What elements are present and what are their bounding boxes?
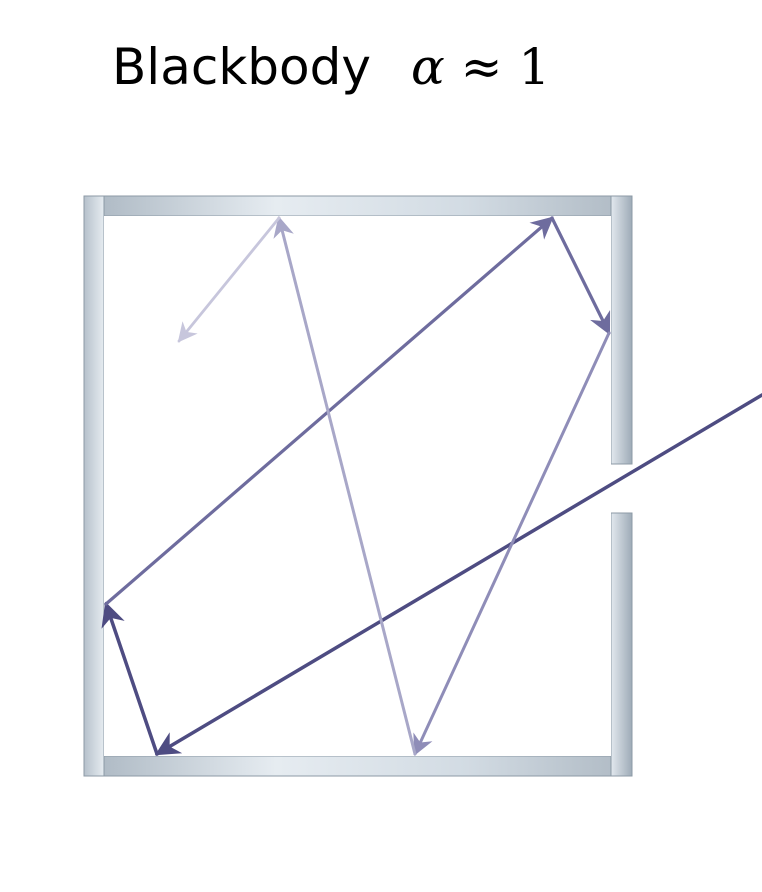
approx-symbol: ≈ xyxy=(460,38,503,96)
left-wall xyxy=(83,195,105,777)
absorptivity-value: 1 xyxy=(518,38,551,96)
alpha-symbol: α xyxy=(410,38,445,96)
light-ray-path xyxy=(101,215,762,756)
cavity-interior xyxy=(104,216,611,756)
absorptivity-formula: α ≈ 1 xyxy=(411,38,550,96)
diagram-title: Blackbody α ≈ 1 xyxy=(112,38,550,108)
right-wall-upper xyxy=(610,195,633,465)
cavity-walls xyxy=(83,195,633,777)
title-text: Blackbody xyxy=(112,38,371,96)
incident-ray xyxy=(154,393,762,756)
reflected-ray-3 xyxy=(550,216,611,336)
right-wall-lower xyxy=(610,512,633,777)
reflected-ray-1 xyxy=(101,601,159,756)
reflected-ray-4 xyxy=(413,331,611,756)
fading-ray xyxy=(177,216,281,343)
bottom-wall xyxy=(83,755,633,777)
top-wall xyxy=(83,195,633,217)
reflected-ray-5 xyxy=(273,215,417,756)
